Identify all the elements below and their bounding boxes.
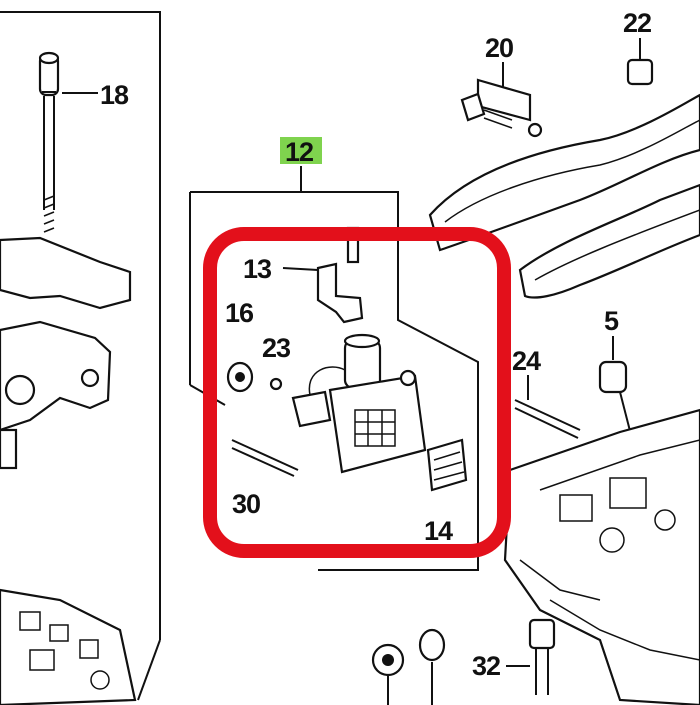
separator-gasket-plates	[428, 93, 700, 299]
callout-18: 18	[100, 80, 129, 110]
part-22-nut	[626, 38, 654, 86]
callout-22: 22	[623, 8, 651, 38]
part-20-plate	[460, 62, 543, 138]
bottom-bolts	[371, 618, 556, 705]
callout-13: 13	[243, 254, 272, 284]
left-valve-body-assembly	[0, 236, 137, 705]
callout-23: 23	[262, 333, 291, 363]
callout-24: 24	[512, 346, 541, 376]
label-12-highlight	[280, 137, 322, 164]
main-valve-body	[503, 408, 700, 705]
part-12-solenoid-assembly	[226, 226, 468, 492]
callout-16: 16	[225, 298, 254, 328]
callout-30: 30	[232, 489, 260, 519]
callout-20: 20	[485, 33, 513, 63]
callout-5: 5	[604, 306, 619, 336]
highlight-box	[203, 227, 511, 558]
part-5-fitting	[598, 336, 641, 471]
callout-32: 32	[472, 651, 500, 681]
part-24-pin	[514, 375, 581, 439]
callout-12: 12	[285, 137, 313, 167]
part-18-bolt	[38, 51, 98, 233]
callout-14: 14	[424, 516, 453, 546]
